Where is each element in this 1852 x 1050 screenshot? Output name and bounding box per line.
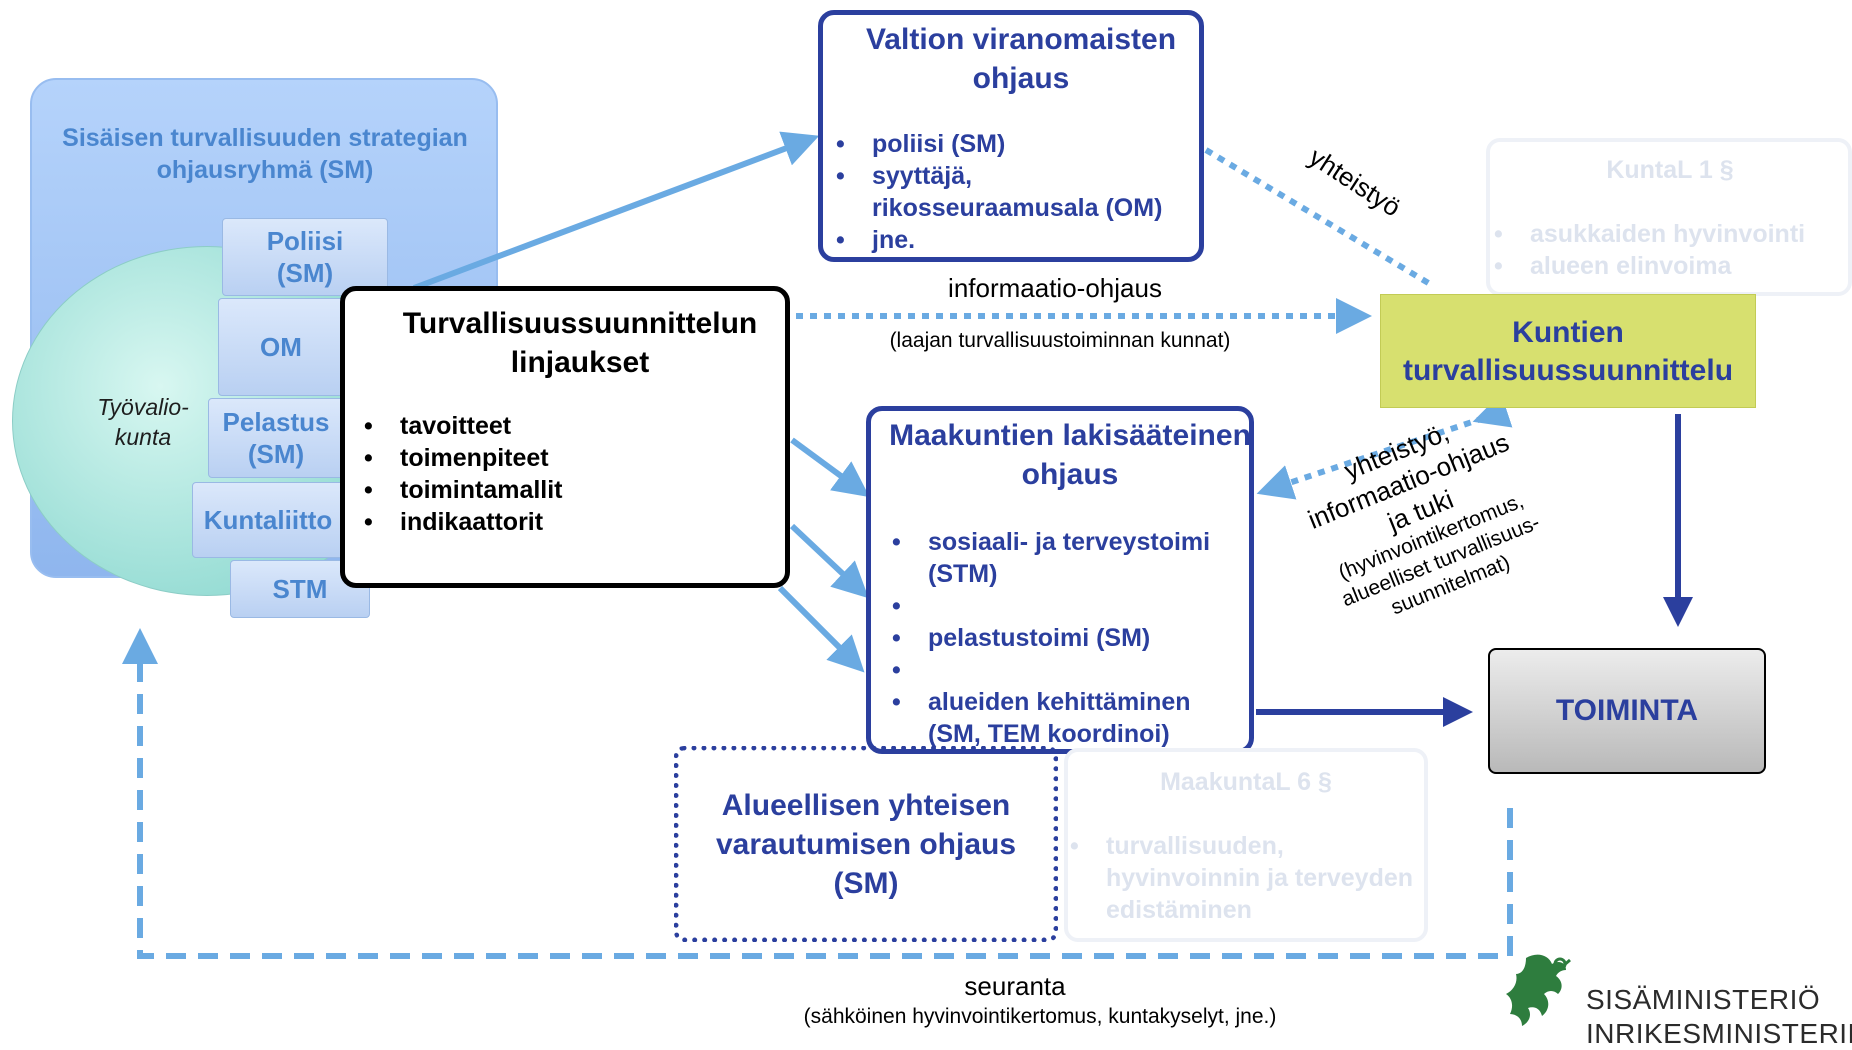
ohjausryhma-title: Sisäisen turvallisuuden strategian ohjau…: [62, 124, 468, 184]
member-pelastus: Pelastus (SM): [208, 398, 344, 478]
kuntal-item: asukkaiden hyvinvointi: [1492, 218, 1852, 250]
maakuntien-item: alueiden kehittäminen (SM, TEM koordinoi…: [890, 686, 1250, 750]
member-stm: STM: [230, 560, 370, 618]
toiminta-box: TOIMINTA: [1488, 648, 1766, 774]
maakuntal-title: MaakuntaL 6 §: [1160, 768, 1332, 796]
list-spacer: [890, 654, 1250, 686]
arrow-to-maakuntien-1: [790, 437, 870, 498]
alueellisen-box: [674, 746, 1058, 942]
maakuntien-item: sosiaali- ja terveystoimi (STM): [890, 526, 1250, 590]
member-om: OM: [218, 298, 344, 396]
linjaukset-item: indikaattorit: [362, 506, 782, 538]
yhteistyo-mid-labels: yhteistyö, informaatio-ohjaus ja tuki (h…: [1247, 378, 1600, 655]
linjaukset-item: toimenpiteet: [362, 442, 782, 474]
arrow-to-maakuntien-2: [789, 523, 869, 599]
lion-emblem-icon: [1506, 954, 1571, 1026]
maakuntal-list: turvallisuuden, hyvinvoinnin ja terveyde…: [1068, 830, 1428, 926]
valtion-title: Valtion viranomaisten ohjaus: [865, 23, 1177, 95]
list-spacer: [890, 590, 1250, 622]
kuntal-item: alueen elinvoima: [1492, 250, 1852, 282]
member-poliisi: Poliisi (SM): [222, 218, 388, 296]
laajan-label: (laajan turvallisuustoiminnan kunnat): [889, 329, 1231, 352]
linjaukset-title: Turvallisuussuunnittelun linjaukset: [402, 307, 758, 379]
kuntal-title: KuntaL 1 §: [1606, 156, 1734, 184]
alueellisen-title: Alueellisen yhteisen varautumisen ohjaus…: [715, 789, 1017, 900]
logo-text-sv: INRIKESMINISTERIET: [1586, 1018, 1852, 1049]
linjaukset-item: tavoitteet: [362, 410, 782, 442]
maakuntien-list: sosiaali- ja terveystoimi (STM) pelastus…: [890, 526, 1250, 750]
member-kuntaliitto: Kuntaliitto: [192, 482, 344, 558]
valtion-item: syyttäjä, rikosseuraamusala (OM): [834, 160, 1204, 224]
maakuntien-item: pelastustoimi (SM): [890, 622, 1250, 654]
seuranta-sub-label: (sähköinen hyvinvointikertomus, kuntakys…: [803, 1005, 1277, 1028]
linjaukset-item: toimintamallit: [362, 474, 782, 506]
kuntien-box: [1380, 294, 1756, 408]
logo-text-fi: SISÄMINISTERIÖ: [1586, 984, 1821, 1015]
valtion-item: jne.: [834, 224, 1204, 256]
kuntien-title: Kuntien turvallisuussuunnittelu: [1402, 316, 1734, 387]
tyovaliokunta-label: Työvalio- kunta: [97, 394, 189, 450]
yhteistyo-top-label: yhteistyö: [1303, 141, 1407, 223]
seuranta-label: seuranta: [964, 971, 1066, 1001]
linjaukset-list: tavoitteet toimenpiteet toimintamallit i…: [362, 410, 782, 538]
valtion-list: poliisi (SM) syyttäjä, rikosseuraamusala…: [834, 128, 1204, 256]
maakuntal-item: turvallisuuden, hyvinvoinnin ja terveyde…: [1068, 830, 1428, 926]
kuntal-list: asukkaiden hyvinvointi alueen elinvoima: [1492, 218, 1852, 282]
maakuntien-title: Maakuntien lakisääteinen ohjaus: [889, 419, 1251, 491]
arrow-to-maakuntien-3: [777, 585, 865, 673]
informaatio-ohjaus-label: informaatio-ohjaus: [948, 273, 1162, 303]
valtion-item: poliisi (SM): [834, 128, 1204, 160]
sisaministerio-logo: [1496, 950, 1852, 1032]
